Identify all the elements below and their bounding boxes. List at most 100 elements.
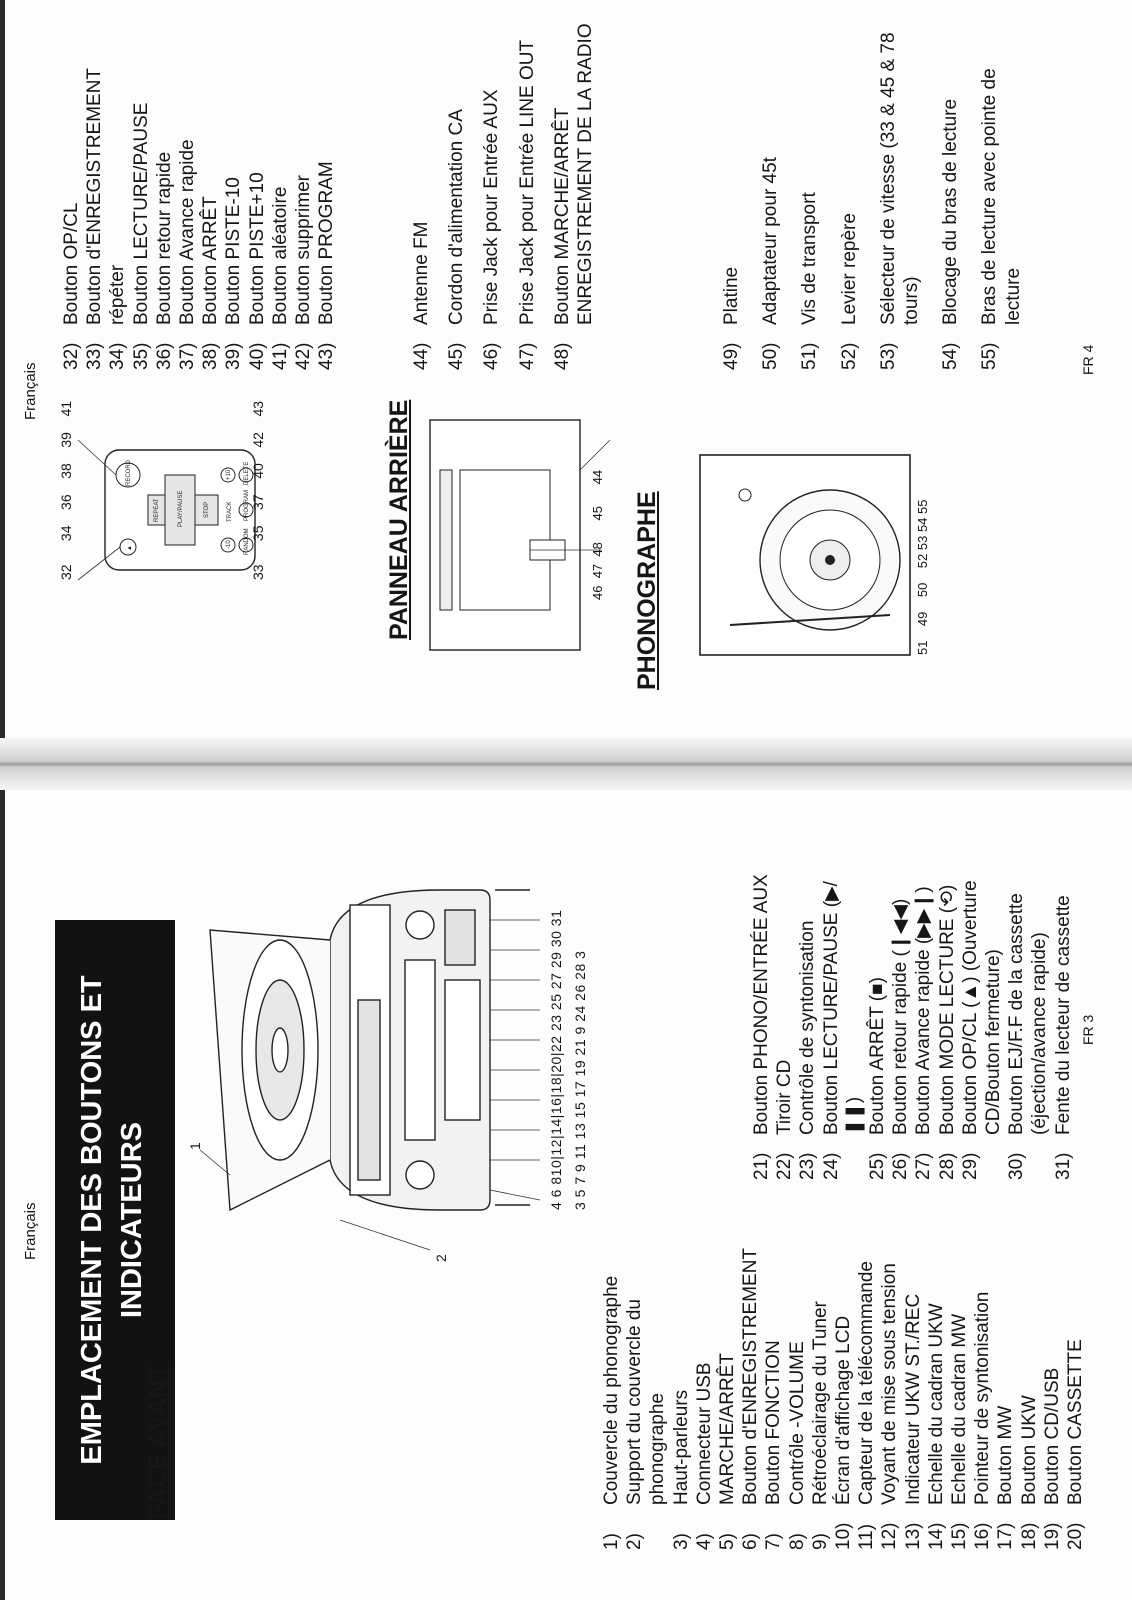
list-item: 44)Antenne FM — [411, 221, 432, 371]
section-panneau-arriere: PANNEAU ARRIÈRE — [385, 399, 413, 640]
list-item: 45)Cordon d'alimentation CA — [446, 109, 468, 370]
list-item: 6)Bouton d'ENREGISTREMENT — [740, 1247, 762, 1550]
list-item: 15)Echelle du cadran MW — [949, 1313, 971, 1550]
list-item: 48)Bouton MARCHE/ARRÊT ENREGISTREMENT DE… — [551, 23, 597, 370]
rear-callouts: 46 47 48 45 44 — [590, 360, 605, 600]
list-item: 13)Indicateur UKW ST./REC — [902, 1293, 924, 1550]
list-item: 55)Bras de lecture avec pointe de lectur… — [979, 68, 1024, 370]
callout-51: 51 — [915, 640, 930, 655]
callout-4: 4 — [548, 1201, 564, 1210]
rear-diagram — [420, 410, 620, 670]
list-item: 50)Adaptateur pour 45t — [760, 157, 782, 370]
callout-45: 45 — [590, 505, 605, 521]
list-item: 25)Bouton ARRÊT (■) — [867, 977, 889, 1180]
section-phonographe: PHONOGRAPHE — [633, 491, 661, 690]
repeat-label: REPEAT — [154, 498, 160, 522]
list-item: 29)Bouton OP/CL (▲) (Ouverture CD/Bouton… — [959, 880, 1005, 1180]
callout-21: 21 — [572, 1038, 588, 1056]
front-diagram-lines — [209, 889, 530, 1212]
callout-6: 6 — [548, 1189, 564, 1198]
remote-button-random — [238, 537, 254, 553]
callout-32: 32 — [58, 564, 74, 580]
remote-diagram: ▲ RECORD REPEAT PLAY/PAUSE STOP -10 +10 … — [50, 390, 280, 640]
callout-18: 18 — [548, 1076, 564, 1094]
list-item: 14)Echelle du cadran UKW — [925, 1303, 947, 1550]
record-label: RECORD — [126, 459, 132, 486]
list-item: 19)Bouton CD/USB — [1041, 1367, 1063, 1550]
list-item: 30)Bouton EJ/F.F de la cassette (éjectio… — [1006, 893, 1051, 1180]
list-item: 11)Capteur de la télécommande — [856, 1261, 878, 1550]
callout-28: 28 — [572, 963, 588, 980]
list-item: 24)Bouton LECTURE/PAUSE (▶/❚❚) — [820, 881, 865, 1180]
plus10-label: +10 — [226, 469, 232, 480]
list-item: 18)Bouton UKW — [1018, 1395, 1040, 1550]
legend-list-rear: 44)Antenne FM 45)Cordon d'alimentation C… — [410, 20, 597, 370]
language-label: Français — [22, 362, 39, 420]
callout-52: 52 — [915, 553, 930, 569]
callout-20: 20 — [548, 1056, 564, 1073]
callout-46: 46 — [590, 585, 605, 600]
list-item: 42)Bouton supprimer — [293, 175, 315, 370]
callout-8: 8 — [548, 1176, 564, 1185]
callout-55: 55 — [915, 499, 930, 514]
list-item: 36)Bouton retour rapide — [153, 151, 175, 370]
random-label: RANDOM — [244, 528, 250, 555]
list-item: 21)Bouton PHONO/ENTRÉE AUX — [751, 874, 772, 1180]
callout-54: 54 — [915, 517, 930, 533]
list-item: 17)Bouton MW — [995, 1405, 1017, 1550]
list-item: 53)Sélecteur de vitesse (33 & 45 & 78 to… — [877, 32, 923, 370]
list-item: 12)Voyant de mise sous tension — [879, 1263, 901, 1550]
callout-43: 43 — [250, 400, 266, 417]
list-item: 32)Bouton OP/CL — [61, 202, 82, 370]
list-item: 5)MARCHE/ARRÊT — [717, 1352, 739, 1550]
play-label: PLAY/PAUSE — [178, 491, 184, 527]
program-label: PROGRAM — [244, 490, 250, 521]
callout-24: 24 — [572, 1005, 588, 1022]
callout-7: 7 — [572, 1176, 588, 1185]
list-item: 2)Support du couvercle du phonographe — [624, 1299, 669, 1550]
language-label: Français — [22, 1202, 39, 1260]
callout-44: 44 — [590, 469, 605, 485]
callout-42: 42 — [250, 432, 266, 448]
callout-3b: 3 — [572, 950, 588, 959]
callout-15: 15 — [572, 1101, 588, 1119]
list-item: 31)Fente du lecteur de cassette — [1052, 895, 1074, 1180]
callout-33: 33 — [250, 564, 266, 580]
callout-40: 40 — [250, 463, 266, 479]
list-item: 16)Pointeur de syntonisation — [972, 1291, 994, 1550]
callout-27: 27 — [548, 972, 564, 990]
list-item: 20)Bouton CASSETTE — [1065, 1339, 1087, 1550]
callout-14: 14 — [548, 1118, 564, 1135]
callout-53: 53 — [915, 535, 930, 551]
callout-25: 25 — [548, 993, 564, 1011]
remote-button-plus10 — [220, 467, 236, 483]
callout-16: 16 — [548, 1097, 564, 1115]
callout-3: 3 — [572, 1201, 588, 1210]
callout-35: 35 — [250, 525, 266, 542]
phono-tonearm — [729, 614, 891, 626]
list-item: 34)répéter — [107, 264, 129, 370]
list-item: 22)Tiroir CD — [774, 1059, 796, 1180]
list-item: 49)Platine — [721, 266, 742, 370]
list-item: 1)Couvercle du phonographe — [601, 1275, 622, 1550]
callout-30: 30 — [548, 930, 564, 948]
callout-50: 50 — [915, 582, 930, 598]
list-item: 4)Connecteur USB — [693, 1362, 715, 1550]
list-item: 52)Levier repère — [838, 213, 860, 370]
list-item: 7)Bouton FONCTION — [763, 1340, 785, 1550]
callout-19: 19 — [572, 1059, 588, 1077]
legend-list-left: 1)Couvercle du phonographe 2)Support du … — [600, 1190, 1087, 1550]
callout-37: 37 — [250, 494, 266, 510]
list-item: 54)Blocage du bras de lecture — [940, 98, 962, 370]
front-callouts-bottom: 3 5 7 9 11 13 15 17 19 21 9 24 26 28 3 — [572, 850, 588, 1210]
front-callout-leaders — [199, 919, 541, 1251]
delete-label: DELETE — [244, 462, 250, 485]
remote-button-minus10 — [220, 537, 236, 553]
list-item: 23)Contrôle de syntonisation — [797, 920, 819, 1180]
legend-list-right: 21)Bouton PHONO/ENTRÉE AUX 22)Tiroir CD … — [750, 850, 1075, 1180]
list-item: 9)Rétroéclairage du Tuner — [809, 1301, 831, 1550]
callout-47: 47 — [590, 563, 605, 579]
callout-39: 39 — [58, 432, 74, 448]
list-item: 3)Haut-parleurs — [670, 1389, 692, 1550]
rear-leaders — [530, 439, 611, 551]
